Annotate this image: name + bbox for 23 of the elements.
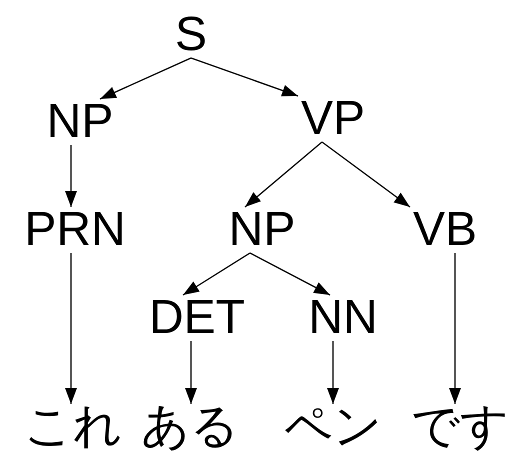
- arrow: [100, 57, 192, 100]
- tree-node-label: S: [175, 13, 207, 57]
- arrow: [327, 341, 339, 404]
- arrow: [65, 145, 77, 207]
- tree-node-label: VP: [300, 97, 366, 141]
- word-label: ある: [141, 405, 239, 449]
- arrow: [322, 141, 410, 208]
- arrow: [250, 252, 330, 296]
- word-label: ペン: [284, 405, 382, 449]
- arrow: [185, 341, 197, 404]
- arrow: [244, 142, 322, 208]
- tree-node-label: NP: [46, 100, 114, 144]
- tree-node-label: DET: [149, 296, 245, 340]
- tree-node-label: NP: [228, 208, 296, 252]
- word-label: です: [411, 405, 509, 449]
- arrow: [65, 253, 77, 404]
- word-label: これ: [24, 405, 122, 449]
- arrow: [190, 57, 298, 97]
- tree-node-label: PRN: [24, 208, 126, 252]
- tree-node-label: VB: [412, 208, 478, 252]
- arrow: [182, 252, 250, 296]
- tree-node-label: NN: [308, 296, 378, 340]
- arrow: [449, 253, 461, 404]
